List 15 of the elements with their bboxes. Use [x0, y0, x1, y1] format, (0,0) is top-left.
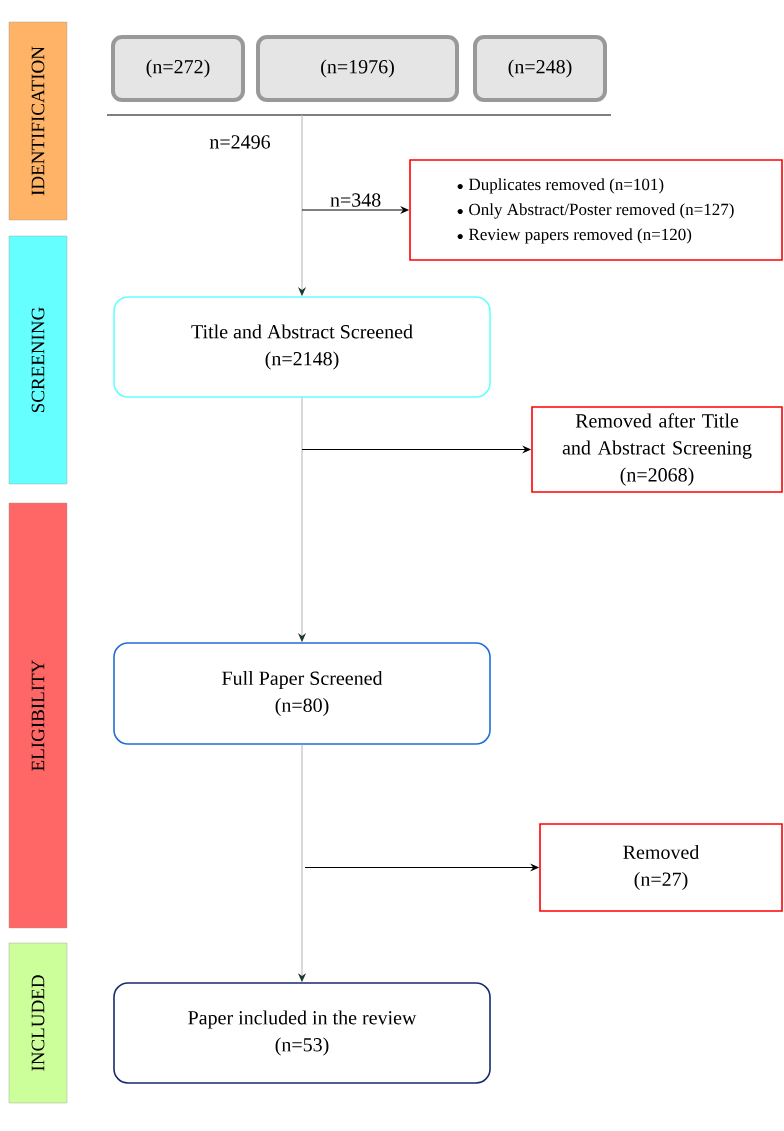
- stage-box: Paper included in the review (n=53): [113, 982, 491, 1084]
- source-box: (n=248): [473, 35, 607, 102]
- exclusion-box: Removed after Title and Abstract Screening (n=2068): [531, 406, 783, 493]
- edge-label: n=348: [328, 192, 383, 208]
- exclusion-box: Duplicates removed (n=101) Only Abstract/Poster removed (n=127) Review papers removed (n=120): [409, 159, 783, 261]
- source-box: (n=1976): [256, 35, 459, 102]
- edge-label: n=2496: [208, 134, 272, 150]
- source-box: (n=272): [111, 35, 245, 102]
- phase-band: ELIGIBILITY: [8, 502, 68, 929]
- phase-band: SCREENING: [8, 235, 68, 485]
- stage-box: Title and Abstract Screened (n=2148): [113, 296, 491, 398]
- exclusion-box: Removed (n=27): [539, 823, 783, 912]
- stage-box: Full Paper Screened (n=80): [113, 642, 491, 745]
- phase-band: INCLUDED: [8, 942, 68, 1104]
- phase-band: IDENTIFICATION: [8, 21, 68, 221]
